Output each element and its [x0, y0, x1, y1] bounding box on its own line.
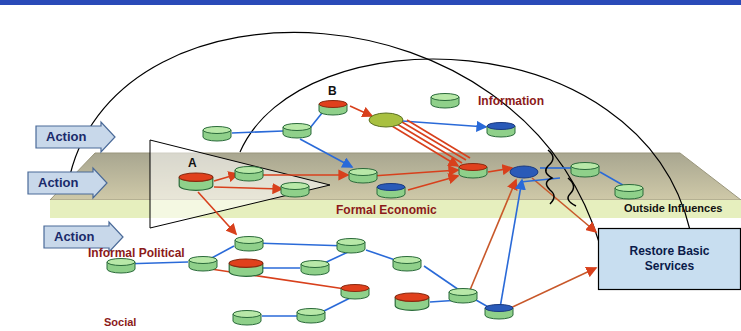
- layer-label: Social: [104, 316, 136, 328]
- action-arrow: Action: [36, 122, 115, 152]
- network-node: B: [318, 84, 348, 116]
- node-label: A: [178, 156, 214, 170]
- node-label: Restore Basic Services: [613, 244, 726, 274]
- node-label: B: [318, 84, 348, 98]
- layer-label: Information: [478, 94, 544, 108]
- node-label: Action: [28, 168, 107, 198]
- network-node: A: [178, 156, 214, 192]
- action-arrow: Action: [28, 168, 107, 198]
- outcome-box: Restore Basic Services: [598, 228, 741, 290]
- layer-label: Outside Influences: [624, 202, 722, 214]
- layer-label: Formal Economic: [336, 203, 437, 217]
- node-label: Action: [36, 122, 115, 152]
- layer-label: Informal Political: [88, 246, 185, 260]
